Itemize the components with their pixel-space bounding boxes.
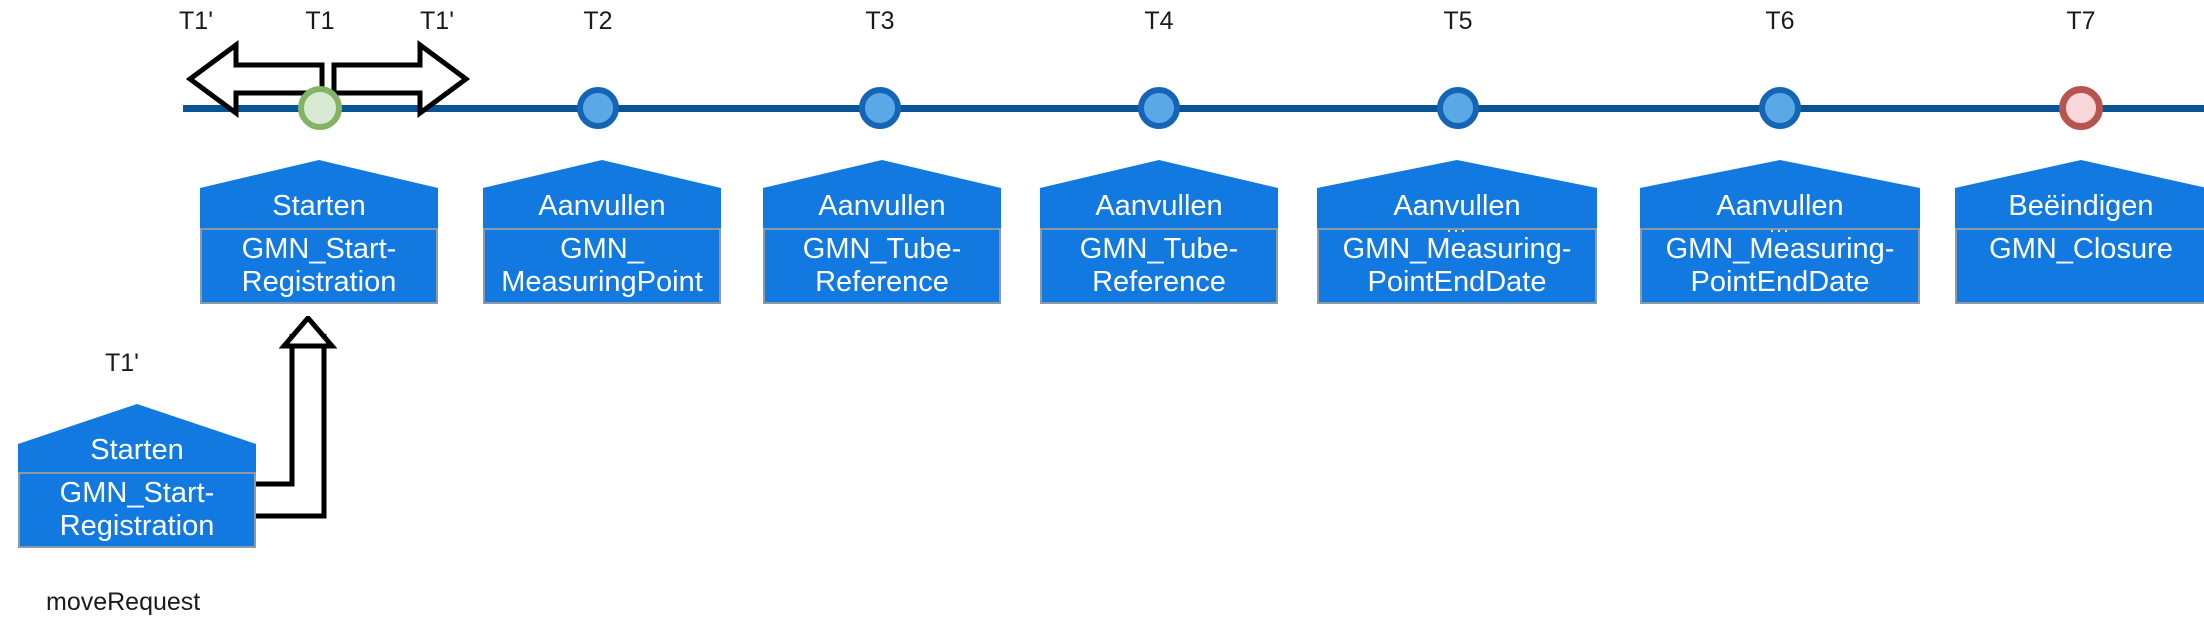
timeline-card-t6[interactable]: Aanvullen...GMN_Measuring-PointEndDate	[1640, 160, 1920, 304]
timeline-card-t3-body: GMN_Tube-Reference	[763, 228, 1001, 304]
timeline-card-t4-body-line-2: Reference	[1092, 266, 1226, 298]
move-request-card-body-line-1: GMN_Start-	[59, 477, 215, 509]
tick-label-t2: T2	[583, 7, 613, 35]
timeline-card-t5-body-line-1: GMN_Measuring-	[1342, 233, 1572, 265]
timeline-card-t6-body-line-1: GMN_Measuring-	[1665, 233, 1895, 265]
timeline-card-t6-body-line-2: PointEndDate	[1690, 266, 1870, 298]
move-request-card-body-line-2: Registration	[59, 510, 215, 542]
timeline-card-t5-body: GMN_Measuring-PointEndDate	[1317, 228, 1597, 304]
timeline-card-t3-cap: Aanvullen	[763, 160, 1001, 228]
timeline-node-t7[interactable]	[2059, 86, 2103, 130]
tick-label-t4: T4	[1144, 7, 1174, 35]
timeline-card-t7-body: GMN_Closure	[1955, 228, 2204, 304]
tick-label-t5: T5	[1443, 7, 1473, 35]
move-request-time-label: T1'	[105, 349, 139, 377]
timeline-card-t6-body: GMN_Measuring-PointEndDate	[1640, 228, 1920, 304]
timeline-card-t4-body-line-1: GMN_Tube-	[1079, 233, 1239, 265]
timeline-card-t7-body-line-1: GMN_Closure	[1989, 233, 2173, 265]
timeline-card-t2-cap: Aanvullen	[483, 160, 721, 228]
timeline-node-t1[interactable]	[298, 86, 342, 130]
left-direction-arrow	[185, 38, 326, 125]
tick-label-t1: T1	[305, 7, 335, 35]
direction-label-right: T1'	[420, 7, 454, 35]
move-request-card-cap: Starten	[18, 404, 256, 472]
timeline-card-t2-body: GMN_MeasuringPoint	[483, 228, 721, 304]
right-direction-arrow	[330, 38, 471, 125]
timeline-node-t4[interactable]	[1138, 87, 1180, 129]
timeline-card-t5[interactable]: Aanvullen...GMN_Measuring-PointEndDate	[1317, 160, 1597, 304]
timeline-card-t7-cap: Beëindigen	[1955, 160, 2204, 228]
timeline-axis	[183, 105, 2204, 112]
timeline-card-t4-cap: Aanvullen	[1040, 160, 1278, 228]
timeline-card-t1-cap: Starten	[200, 160, 438, 228]
timeline-card-t5-body-line-2: PointEndDate	[1367, 266, 1547, 298]
timeline-card-t4-body: GMN_Tube-Reference	[1040, 228, 1278, 304]
tick-label-t6: T6	[1765, 7, 1795, 35]
timeline-card-t5-cap: Aanvullen...	[1317, 160, 1597, 235]
timeline-card-t1-body: GMN_Start-Registration	[200, 228, 438, 304]
timeline-node-t2[interactable]	[577, 87, 619, 129]
timeline-card-t3-body-line-2: Reference	[815, 266, 949, 298]
timeline-card-t2-body-line-1: GMN_	[560, 233, 644, 265]
timeline-card-t1-body-line-1: GMN_Start-	[241, 233, 397, 265]
move-request-footer-label: moveRequest	[46, 588, 201, 616]
tick-label-t7: T7	[2066, 7, 2096, 35]
timeline-node-t5[interactable]	[1437, 87, 1479, 129]
timeline-node-t6[interactable]	[1759, 87, 1801, 129]
timeline-card-t2-body-line-2: MeasuringPoint	[501, 266, 703, 298]
timeline-card-t6-cap: Aanvullen...	[1640, 160, 1920, 235]
move-request-card[interactable]: Starten GMN_Start- Registration	[18, 404, 256, 548]
move-request-card-body: GMN_Start- Registration	[18, 472, 256, 548]
timeline-card-t3-body-line-1: GMN_Tube-	[802, 233, 962, 265]
timeline-node-t3[interactable]	[859, 87, 901, 129]
timeline-card-t1-body-line-2: Registration	[241, 266, 397, 298]
tick-label-t3: T3	[865, 7, 895, 35]
direction-label-left: T1'	[179, 7, 213, 35]
